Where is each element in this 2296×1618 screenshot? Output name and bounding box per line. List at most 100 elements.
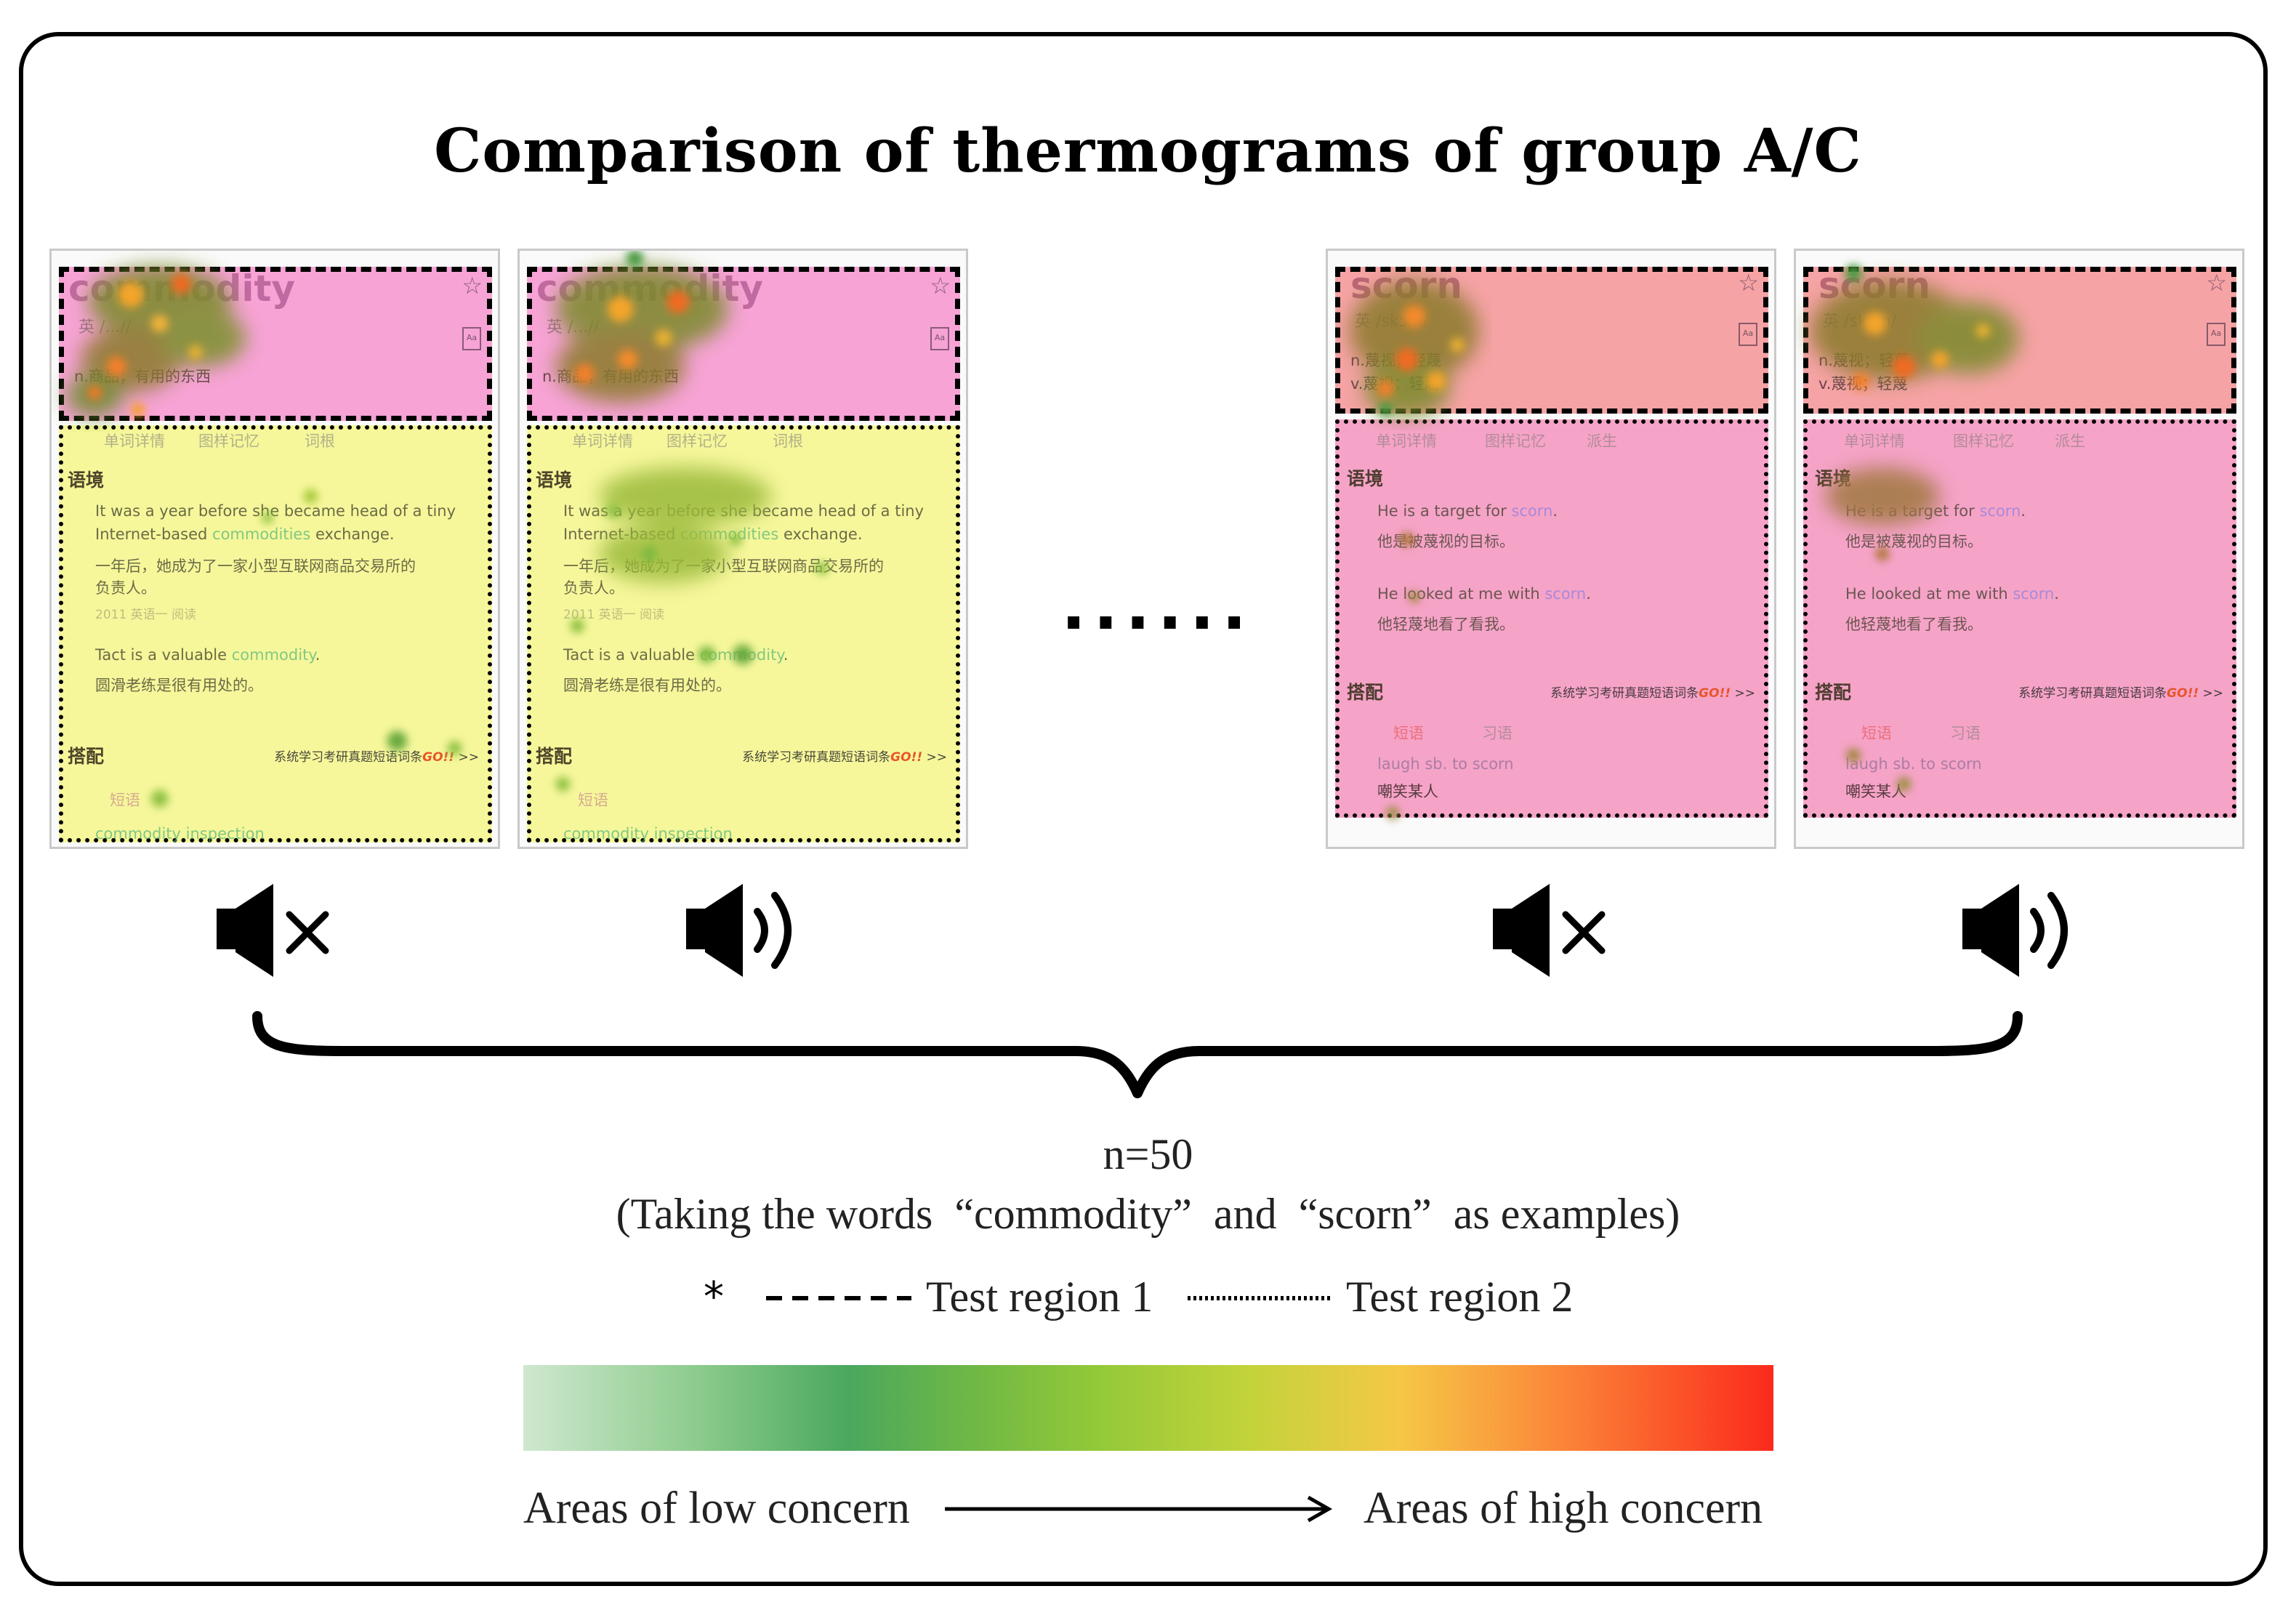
speaker-sound-icon — [686, 884, 791, 977]
word-meaning: n.商品；有用的东西 — [74, 368, 211, 385]
test-region-2: 单词详情 图样记忆 词根 语境 It was a year before she… — [59, 425, 492, 842]
sentence-1-zh-line-2: 负责人。 — [563, 579, 624, 597]
phrase-tag: 短语 — [110, 792, 140, 809]
thermogram-panel-commodity-sound: commodity 英 /...// n.商品；有用的东西 ☆ Aa 单词详情 … — [517, 249, 968, 849]
sentence-2-zh: 圆滑老练是很有用处的。 — [563, 677, 731, 694]
legend-region-2: Test region 2 — [1346, 1273, 1574, 1321]
word-meaning-noun: n.蔑视；轻蔑 — [1818, 352, 1909, 369]
grouping-brace — [252, 1011, 2023, 1098]
word-headword: scorn — [1818, 265, 1931, 307]
test-region-2: 单词详情 图样记忆 派生 语境 He is a target for scorn… — [1803, 419, 2236, 818]
star-icon: ☆ — [2206, 269, 2227, 297]
word-headword: commodity — [536, 267, 763, 310]
sentence-2-zh: 圆滑老练是很有用处的。 — [95, 677, 263, 694]
collocation-heading: 搭配 — [536, 746, 573, 767]
sentence-1-zh-line-1: 一年后，她成为了一家小型互联网商品交易所的 — [95, 558, 416, 575]
arrow-right-icon — [945, 1495, 1333, 1523]
tab-root: 词根 — [773, 432, 803, 450]
thermogram-panel-commodity-muted: commodity 英 /...// n.商品；有用的东西 ☆ Aa 单词详情 … — [49, 249, 500, 849]
sentence-1-en-line-2: Internet-based commodities exchange. — [95, 526, 395, 543]
sentence-2-en: Tact is a valuable commodity. — [563, 646, 789, 664]
collocation-link: 系统学习考研真题短语词条GO!! >> — [274, 750, 479, 765]
context-heading: 语境 — [68, 470, 105, 491]
context-heading: 语境 — [1815, 468, 1852, 489]
sentence-1-zh: 他是被蔑视的目标。 — [1377, 533, 1515, 550]
scale-low-label: Areas of low concern — [523, 1484, 910, 1533]
concern-color-scale — [523, 1365, 1773, 1451]
thermogram-panel-scorn-muted: scorn 英 /skɔːn/ n.蔑视；轻蔑 v.蔑视；轻蔑 ☆ Aa 单词详… — [1326, 249, 1776, 849]
collocation-heading: 搭配 — [1347, 682, 1384, 703]
word-phonetic: 英 /skɔːn/ — [1355, 313, 1429, 331]
phrase-text: laugh sb. to scorn — [1845, 755, 1982, 773]
sentence-1-source: 2011 英语一 阅读 — [563, 608, 665, 622]
ellipsis: ...... — [1061, 568, 1254, 645]
phrase-text: commodity inspection — [95, 825, 265, 842]
phrase-tag: 短语 — [1393, 725, 1424, 742]
collocation-link: 系统学习考研真题短语词条GO!! >> — [742, 750, 947, 765]
legend-dotted-line — [1188, 1296, 1330, 1300]
aa-icon: Aa — [1739, 323, 1757, 346]
sample-size: n=50 — [1103, 1130, 1193, 1178]
legend-region-1: Test region 1 — [926, 1273, 1153, 1321]
word-phonetic: 英 /skɔːn/ — [1823, 313, 1897, 331]
speaker-muted-icon — [217, 884, 329, 977]
phrase-meaning: 嘲笑某人 — [1377, 783, 1438, 800]
phrase-tag: 短语 — [1861, 725, 1892, 742]
collocation-link: 系统学习考研真题短语词条GO!! >> — [2018, 686, 2223, 701]
collocation-heading: 搭配 — [68, 746, 105, 767]
idiom-tag: 习语 — [1950, 725, 1981, 742]
phrase-text: commodity inspection — [563, 825, 733, 842]
aa-icon: Aa — [930, 327, 949, 350]
thermogram-panel-scorn-sound: scorn 英 /skɔːn/ n.蔑视；轻蔑 v.蔑视；轻蔑 ☆ Aa 单词详… — [1794, 249, 2244, 849]
phrase-meaning: 嘲笑某人 — [1845, 783, 1906, 800]
sentence-1-zh: 他是被蔑视的目标。 — [1845, 533, 1983, 550]
tab-word-detail: 单词详情 — [1844, 432, 1905, 450]
context-heading: 语境 — [536, 470, 573, 491]
star-icon: ☆ — [930, 272, 951, 299]
speaker-muted-icon — [1493, 884, 1606, 977]
test-region-2: 单词详情 图样记忆 派生 语境 He is a target for scorn… — [1335, 419, 1768, 818]
star-icon: ☆ — [1738, 269, 1759, 297]
sentence-1-en-line-1: It was a year before she became head of … — [95, 502, 456, 520]
sentence-2-zh: 他轻蔑地看了看我。 — [1845, 616, 1983, 633]
figure-frame — [19, 32, 2268, 1586]
aa-icon: Aa — [462, 327, 481, 350]
tab-word-detail: 单词详情 — [1376, 432, 1437, 450]
word-meaning-verb: v.蔑视；轻蔑 — [1818, 375, 1908, 393]
word-headword: commodity — [68, 267, 295, 310]
sentence-1-zh-line-2: 负责人。 — [95, 579, 156, 597]
word-meaning-noun: n.蔑视；轻蔑 — [1350, 352, 1441, 369]
tab-root: 词根 — [305, 432, 335, 450]
tab-picture-memory: 图样记忆 — [1485, 432, 1546, 450]
sentence-1-en-line-1: It was a year before she became head of … — [563, 502, 925, 520]
phrase-text: laugh sb. to scorn — [1377, 755, 1514, 773]
aa-icon: Aa — [2207, 323, 2225, 346]
sentence-2-zh: 他轻蔑地看了看我。 — [1377, 616, 1515, 633]
legend-dashed-line — [766, 1296, 911, 1300]
word-phonetic: 英 /...// — [547, 318, 600, 337]
tab-word-detail: 单词详情 — [572, 432, 633, 450]
examples-note: (Taking the words “commodity” and “scorn… — [616, 1190, 1680, 1238]
scale-high-label: Areas of high concern — [1363, 1484, 1763, 1533]
sentence-2-en: Tact is a valuable commodity. — [95, 646, 321, 664]
tab-picture-memory: 图样记忆 — [198, 432, 259, 450]
idiom-tag: 习语 — [1482, 725, 1512, 742]
figure-title: Comparison of thermograms of group A/C — [434, 116, 1862, 186]
sentence-2-en: He looked at me with scorn. — [1845, 585, 2059, 603]
test-region-1: commodity 英 /...// n.商品；有用的东西 ☆ Aa — [527, 267, 960, 421]
legend-marker: * — [704, 1273, 724, 1321]
speaker-sound-icon — [1962, 884, 2068, 977]
context-heading: 语境 — [1347, 468, 1384, 489]
tab-picture-memory: 图样记忆 — [666, 432, 728, 450]
sentence-1-en-line-2: Internet-based commodities exchange. — [563, 526, 863, 543]
test-region-1: scorn 英 /skɔːn/ n.蔑视；轻蔑 v.蔑视；轻蔑 ☆ Aa — [1803, 265, 2236, 414]
phrase-tag: 短语 — [578, 792, 608, 809]
test-region-1: scorn 英 /skɔːn/ n.蔑视；轻蔑 v.蔑视；轻蔑 ☆ Aa — [1335, 265, 1768, 414]
sentence-1-en: He is a target for scorn. — [1377, 502, 1558, 520]
word-headword: scorn — [1350, 265, 1463, 307]
tab-word-detail: 单词详情 — [104, 432, 165, 450]
word-meaning-verb: v.蔑视；轻蔑 — [1350, 375, 1440, 393]
tab-derivation: 派生 — [2055, 432, 2085, 450]
sentence-2-en: He looked at me with scorn. — [1377, 585, 1591, 603]
tab-picture-memory: 图样记忆 — [1953, 432, 2014, 450]
